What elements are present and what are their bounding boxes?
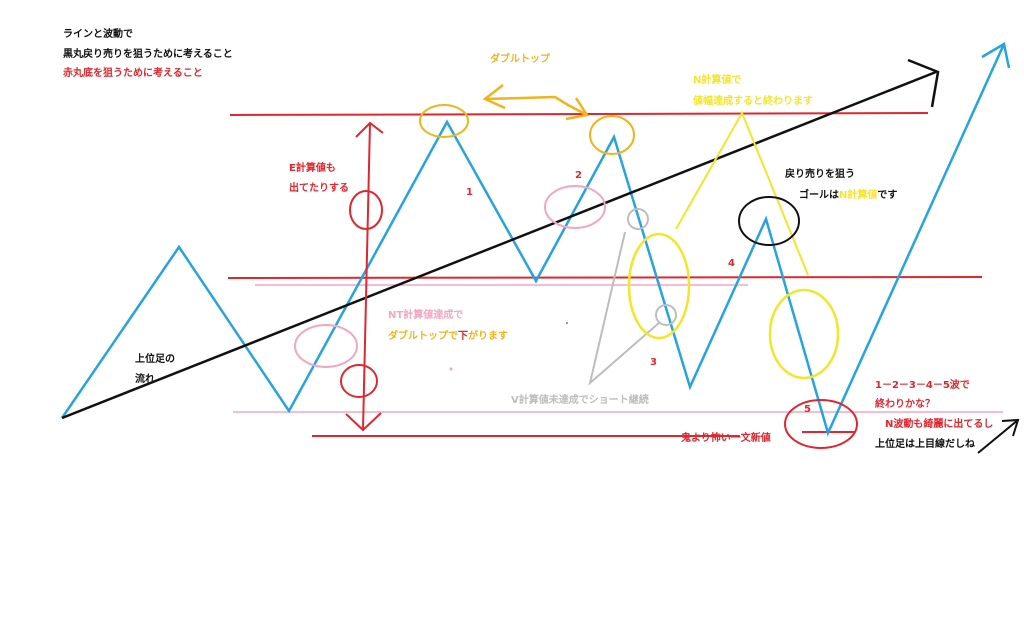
black-sell-circle [738,196,800,246]
oni-label: 鬼より怖い一文新値 [681,431,771,444]
pink-dot [449,367,453,371]
goal-label: ゴールはN計算値です [799,188,897,201]
double-top-down-label: ダブルトップで下がります [388,329,508,342]
goal-prefix: ゴールは [799,188,839,201]
wave-label-3: 3 [650,357,657,368]
v-calc-label: V計算値未達成でショート継続 [511,393,649,406]
e-calc-label-1: E計算値も [289,161,336,174]
double-top-label: ダブルトップ [490,52,551,65]
double-top-arrow [482,84,590,121]
range-arrowhead-bottom [345,412,382,432]
header-line-3: 赤丸底を狙うために考えること [63,66,203,79]
middle-line [227,276,983,279]
top-1-oval [419,104,469,138]
gray-circle-upper [627,208,649,230]
gray-circle-lower [655,304,677,326]
small-arrow [977,419,1019,454]
header-line-2: 黒丸戻り売りを狙うために考えること [63,47,233,60]
small-arrowhead [1001,418,1020,437]
resistance-line [229,112,929,116]
goal-suffix: です [877,189,897,201]
n-calc-line [675,110,809,276]
range-arrow [362,122,371,431]
wave-label-5: 5 [804,404,811,415]
gray-v-lines [588,231,661,386]
wave-label-4: 4 [728,258,735,269]
bottom-target-oval [784,399,858,449]
end-label-1: 1－2－3－4－5波で [875,378,970,391]
range-arrowhead-top [355,121,384,138]
trend-arrowhead [907,58,940,108]
goal-highlight: N計算値 [839,188,877,201]
lower-red-oval [340,364,378,398]
pink-oval-middle [544,185,606,229]
nt-calc-label: NT計算値達成で [388,308,463,321]
double-top-down-2: 下 [458,330,468,342]
e-calc-oval [349,190,383,230]
pink-oval-left [294,324,358,368]
higher-tf-label-1: 上位足の [135,352,175,365]
header-line-1: ラインと波動で [63,27,133,40]
wave-label-1: 1 [466,187,473,198]
trend-arrow [61,70,937,420]
yellow-oval-right [768,288,840,380]
price-wave [60,43,1006,437]
gray-dot [566,322,568,324]
upper-tf-label: 上位足は上目線だしね [875,437,975,450]
top-2-oval [589,115,635,155]
double-top-down-3: がります [468,329,508,342]
higher-tf-label-2: 流れ [135,372,155,385]
double-top-down-1: ダブルトップで [388,329,458,342]
end-label-2: 終わりかな？ [875,397,935,410]
wave-label-2: 2 [575,170,582,181]
n-calc-label-1: N計算値で [693,73,741,86]
e-calc-label-2: 出てたりする [289,181,349,194]
wave-arrowhead [981,42,1011,69]
return-sell-label: 戻り売りを狙う [784,167,855,180]
n-wave-label: N波動も綺麗に出てるし [885,417,993,430]
yellow-oval-left [627,232,691,340]
n-calc-label-2: 値幅達成すると終わります [692,94,813,107]
